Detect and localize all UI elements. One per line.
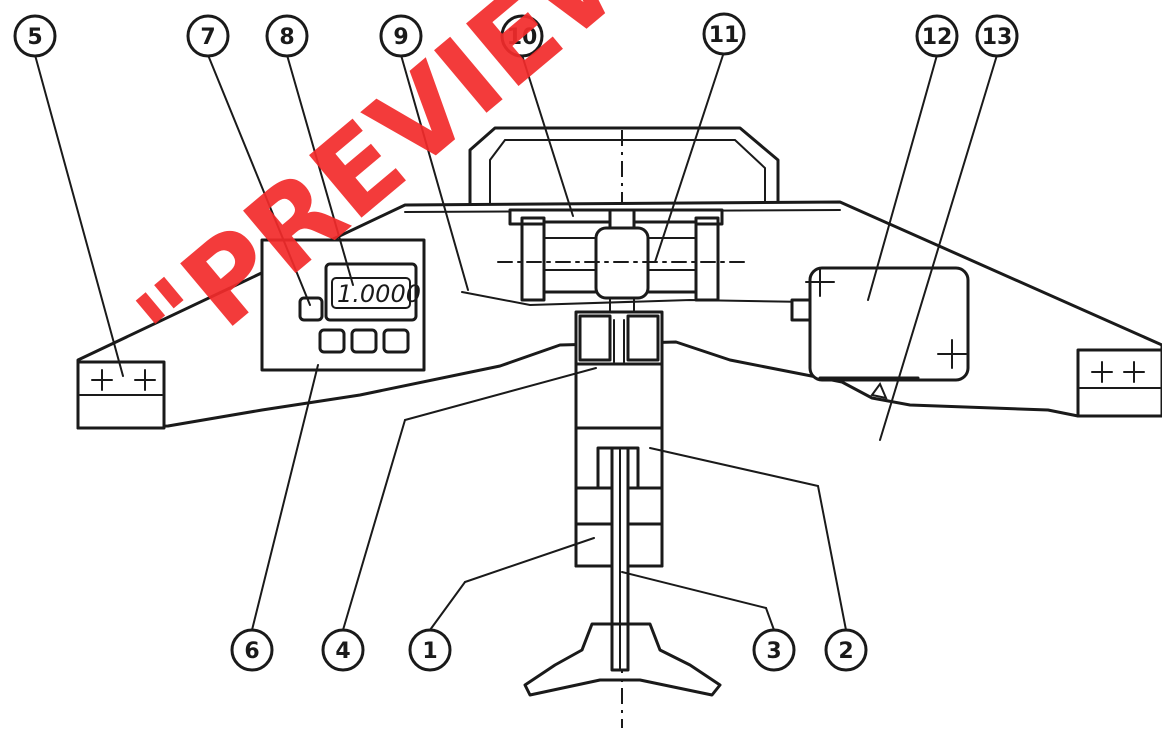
- motor-box: [790, 266, 970, 400]
- callout-10: 10: [500, 14, 544, 58]
- svg-text:13: 13: [982, 25, 1013, 50]
- display-reading: 1.0000: [337, 280, 421, 308]
- right-rail-chamber: [1076, 348, 1162, 418]
- svg-text:4: 4: [335, 639, 350, 664]
- svg-text:7: 7: [200, 25, 215, 50]
- svg-text:6: 6: [244, 639, 259, 664]
- measuring-column: [574, 362, 664, 672]
- callout-9: 9: [379, 14, 423, 58]
- left-rail-chamber: [76, 360, 166, 430]
- callout-8: 8: [265, 14, 309, 58]
- svg-text:9: 9: [393, 25, 408, 50]
- svg-text:8: 8: [279, 25, 294, 50]
- leader-lines: [34, 51, 998, 631]
- callout-1: 1: [408, 628, 452, 672]
- callout-2: 2: [824, 628, 868, 672]
- sensor-holder: [574, 310, 664, 366]
- svg-text:5: 5: [27, 25, 42, 50]
- callout-12: 12: [915, 14, 959, 58]
- callout-11: 11: [702, 12, 746, 56]
- carrying-handle: [468, 126, 780, 207]
- svg-text:12: 12: [922, 25, 953, 50]
- callout-7: 7: [186, 14, 230, 58]
- callout-6: 6: [230, 628, 274, 672]
- callout-3: 3: [752, 628, 796, 672]
- support-foot: [523, 622, 722, 697]
- svg-text:1: 1: [422, 639, 437, 664]
- callout-4: 4: [321, 628, 365, 672]
- callout-5: 5: [13, 14, 57, 58]
- svg-text:3: 3: [766, 639, 781, 664]
- electronic-unit: [260, 238, 426, 372]
- svg-text:10: 10: [507, 25, 538, 50]
- svg-text:2: 2: [838, 639, 853, 664]
- callout-13: 13: [975, 14, 1019, 58]
- svg-text:11: 11: [709, 23, 740, 48]
